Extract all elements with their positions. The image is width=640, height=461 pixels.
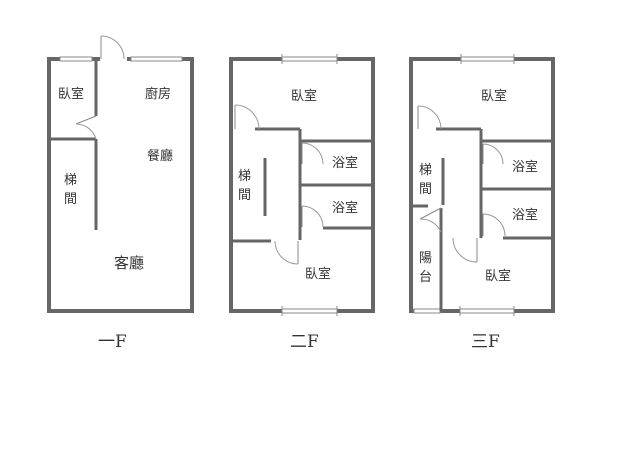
room-label: 間 — [238, 188, 251, 203]
room-label: 餐廳 — [147, 148, 173, 164]
floor-label: 一F — [98, 332, 127, 352]
floor-1-bedroom-door — [75, 115, 97, 140]
floor-2-bath-2-door — [301, 205, 324, 228]
floor-3-window-bottom — [459, 308, 515, 314]
floor-label: 二F — [290, 332, 319, 352]
room-label: 台 — [419, 270, 432, 285]
floor-3-bath-2-door — [482, 213, 506, 237]
floor-3-balcony-door — [419, 207, 442, 233]
floor-3-plan: 臥室 梯 間 浴室 浴室 陽 台 臥室 — [409, 54, 555, 316]
floor-1-window-kitchen — [130, 56, 183, 62]
room-label: 臥室 — [58, 86, 84, 102]
floor-2-window-top — [281, 56, 338, 62]
room-label: 陽 — [419, 251, 432, 266]
floor-1-entry-door — [100, 35, 125, 60]
room-label: 梯 — [419, 163, 432, 178]
room-label: 臥室 — [485, 268, 511, 284]
floor-label: 三F — [471, 332, 500, 352]
floor-1-plan: 臥室 廚房 餐廳 梯 間 客廳 — [47, 35, 194, 313]
floor-3-window-top — [460, 56, 515, 62]
room-label: 客廳 — [114, 254, 144, 272]
room-label: 臥室 — [481, 88, 507, 104]
room-label: 臥室 — [305, 266, 331, 282]
room-label: 臥室 — [291, 88, 317, 104]
room-label: 間 — [419, 182, 432, 197]
floor-1-window-bedroom — [59, 56, 93, 62]
room-label: 浴室 — [512, 159, 538, 175]
floor-2-bedroom-door — [274, 240, 299, 265]
floor-2-stair-door — [234, 104, 260, 130]
floor-2-plan: 臥室 梯 間 浴室 浴室 臥室 — [229, 54, 375, 316]
floor-3-bedroom-door — [452, 237, 478, 263]
floor-3-stair-door — [417, 105, 442, 130]
room-label: 浴室 — [512, 207, 538, 223]
floor-3-window-balcony — [413, 308, 441, 314]
room-label: 梯 — [238, 169, 251, 184]
room-label: 廚房 — [145, 86, 171, 102]
room-label: 浴室 — [332, 155, 358, 171]
floor-3-bath-1-door — [482, 143, 504, 165]
room-label: 間 — [64, 192, 77, 207]
room-label: 浴室 — [332, 200, 358, 216]
floor-2-bath-1-door — [301, 142, 324, 165]
room-label: 梯 — [64, 173, 77, 188]
floor-2-window-bottom — [281, 308, 338, 314]
